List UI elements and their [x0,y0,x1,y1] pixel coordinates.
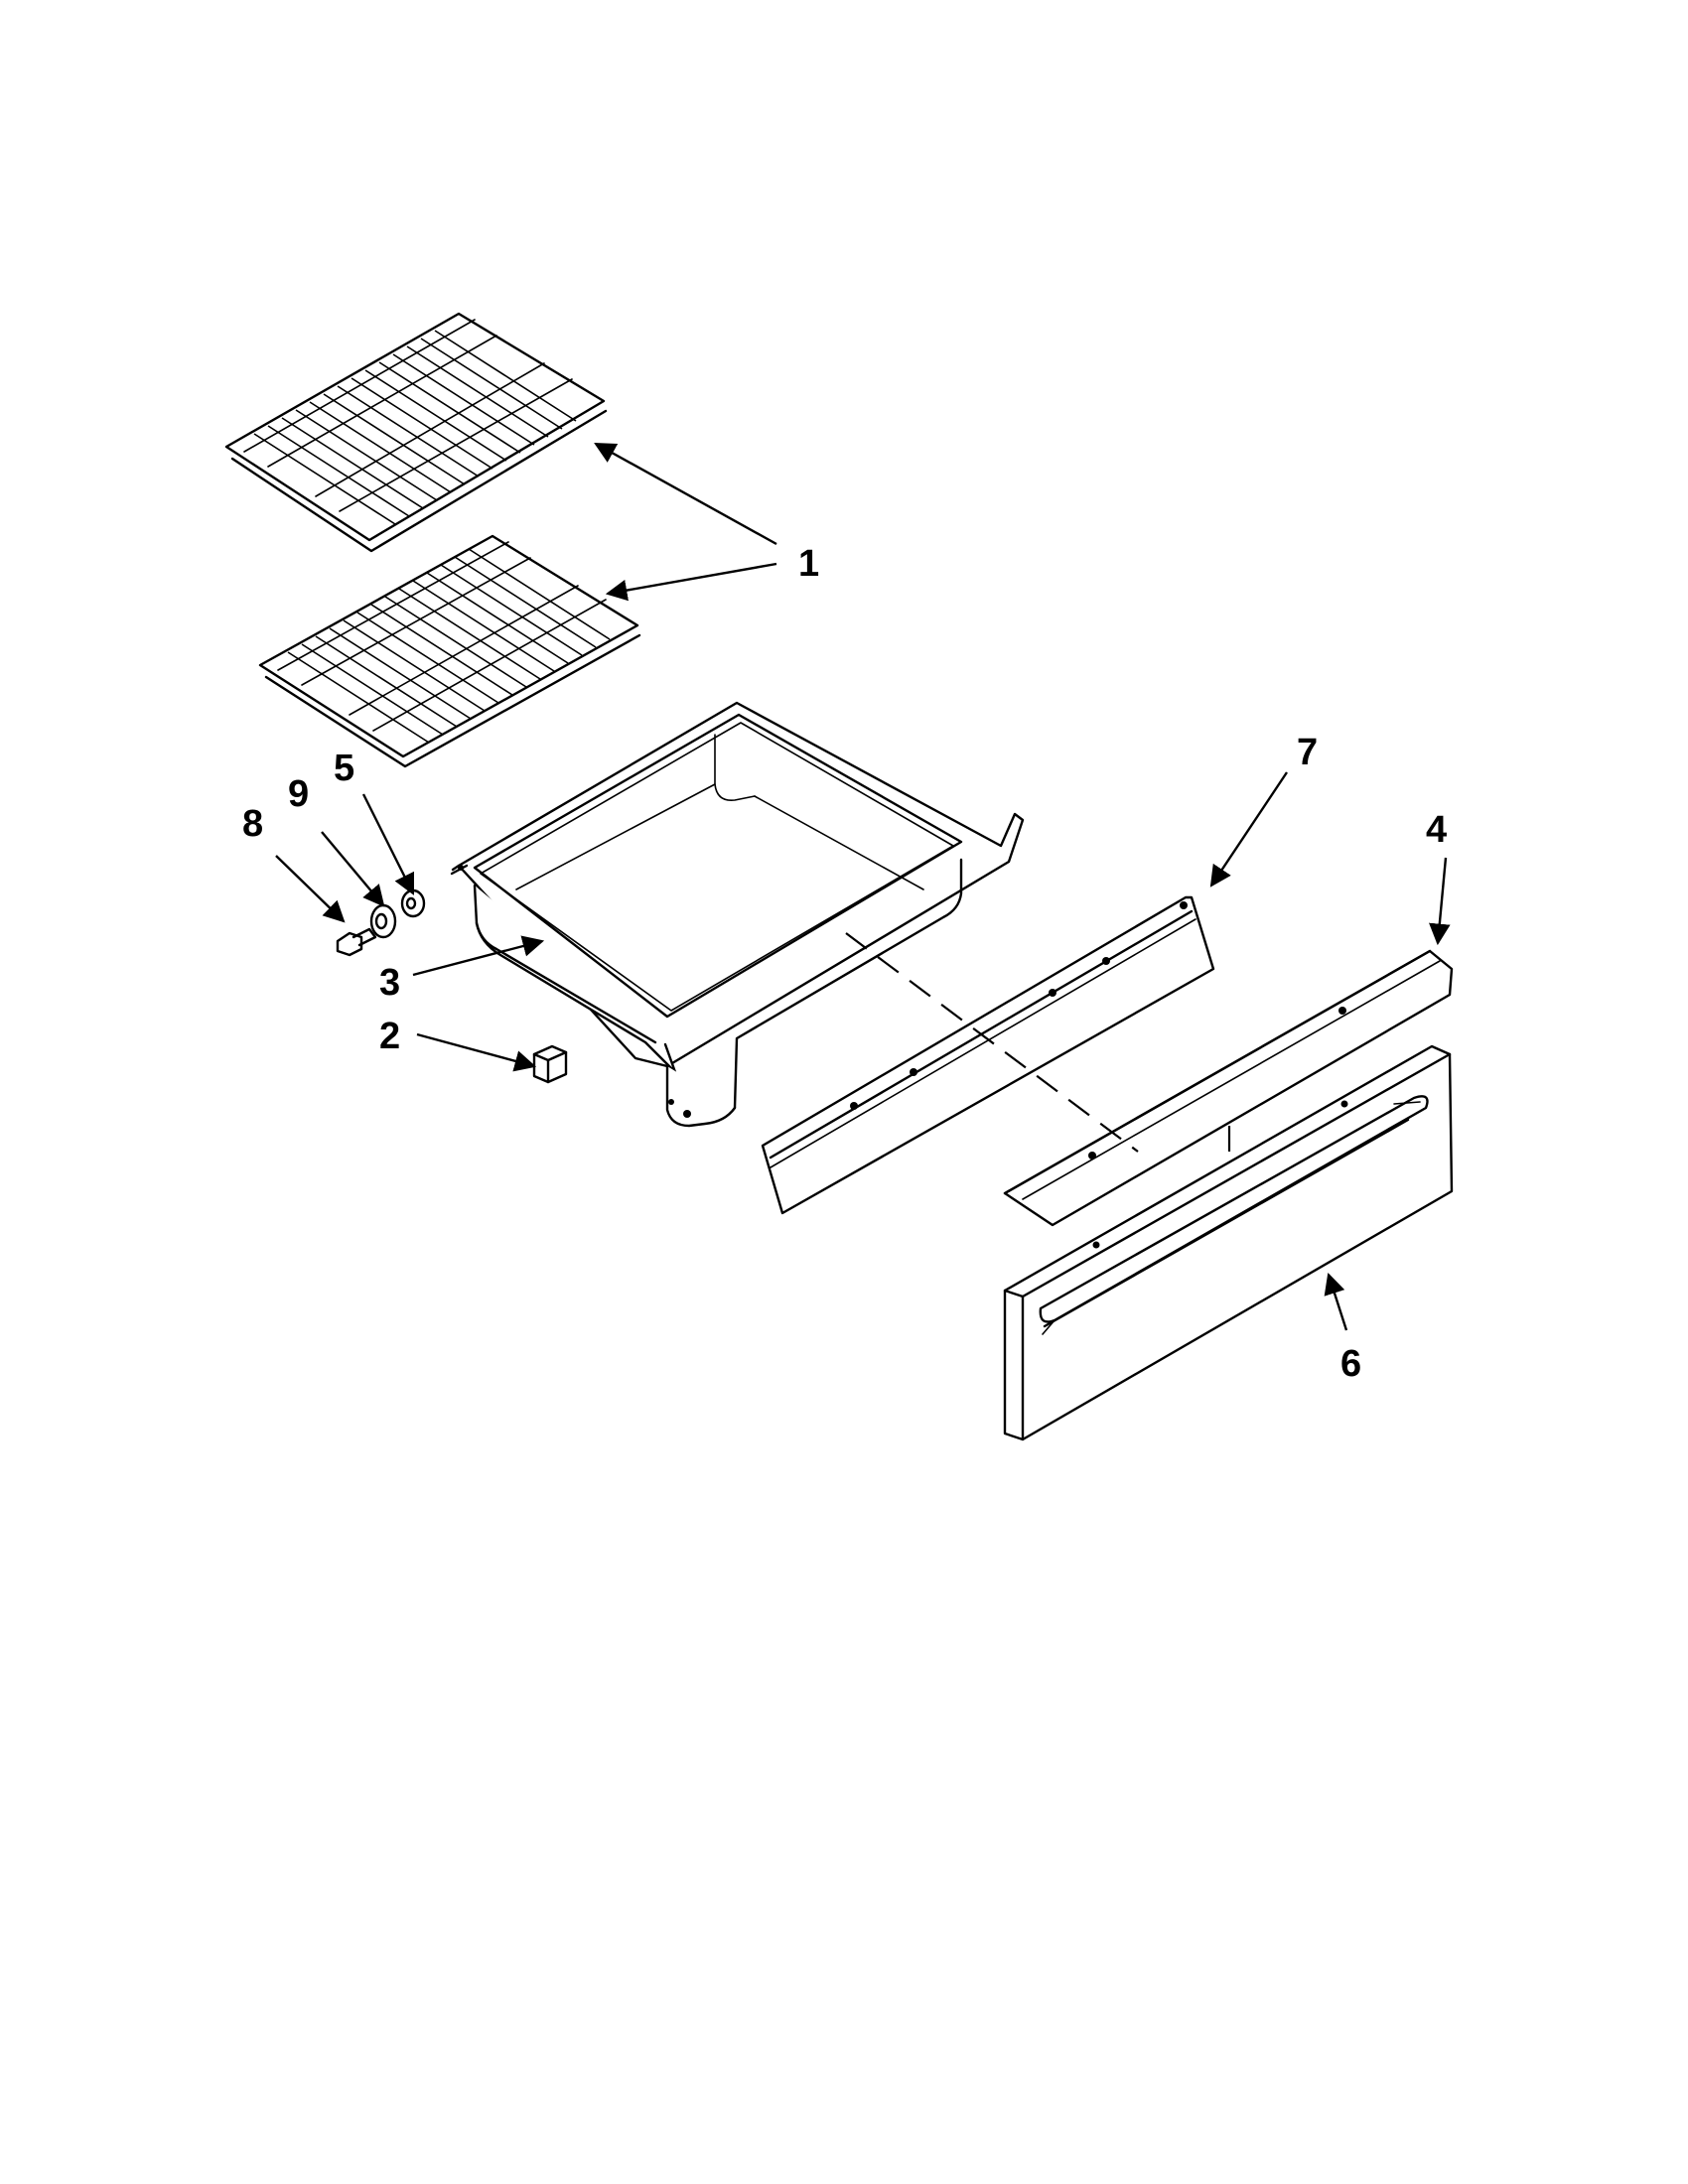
callout-1: 1 [798,543,819,585]
callout-9: 9 [288,773,309,815]
drawer-front [1003,1044,1454,1441]
callout-2: 2 [379,1016,400,1057]
wheel-spacer [400,888,426,918]
callout-3: 3 [379,962,400,1004]
callout-8: 8 [242,803,263,845]
oven-rack-lower [258,534,641,768]
oven-rack-upper [224,312,608,553]
drawer-inner-panel [761,895,1215,1215]
wheel-roller [369,903,397,939]
drawer-trim [1003,949,1454,1227]
callout-6: 6 [1340,1343,1361,1385]
drawer-clip [532,1044,568,1084]
leader-lines [275,442,1451,1331]
wheel-bolt [336,927,377,957]
callout-5: 5 [334,748,354,789]
callout-4: 4 [1426,809,1447,851]
drawer-pan [450,701,1025,1128]
alignment-lines [845,932,1231,1160]
callout-7: 7 [1297,732,1318,773]
